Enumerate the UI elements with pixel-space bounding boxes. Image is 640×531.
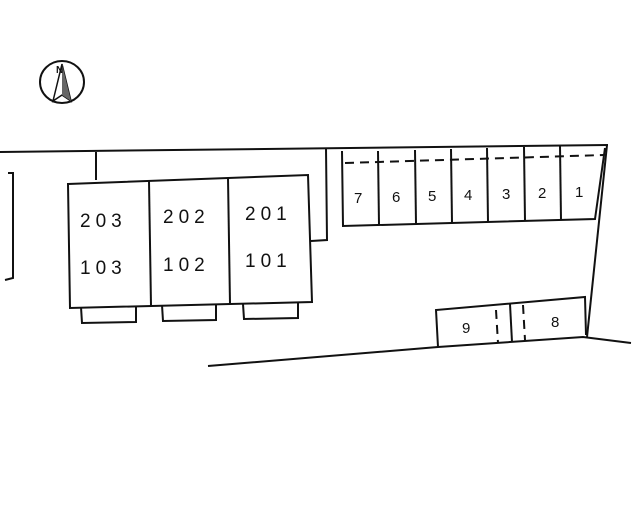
unit-label-upper: 203	[80, 211, 127, 232]
north-boundary-line	[0, 144, 609, 153]
apartment-building: 203 103 202 102 201 101	[66, 173, 314, 325]
building-wall-line	[310, 147, 329, 242]
parking-divider	[377, 150, 380, 226]
parking-space-6: 6	[392, 189, 400, 206]
unit-label-lower: 102	[163, 255, 210, 276]
north-arrow-icon: N	[39, 60, 85, 104]
unit-divider	[148, 180, 152, 307]
parking-space-1: 1	[575, 184, 583, 201]
unit-label-lower: 103	[80, 258, 127, 279]
unit-label-upper: 201	[245, 204, 292, 225]
parking-outline	[341, 147, 606, 228]
parking-space-9: 9	[462, 320, 470, 337]
parking-space-3: 3	[502, 186, 510, 203]
south-boundary-line	[207, 335, 632, 367]
parking-space-2: 2	[538, 185, 546, 202]
parking-divider	[414, 149, 417, 225]
parking-dashed-line	[495, 309, 499, 344]
balcony	[161, 304, 217, 323]
balcony	[242, 302, 299, 321]
parking-divider	[450, 148, 453, 224]
parking-space-5: 5	[428, 188, 436, 205]
parking-divider	[486, 147, 489, 223]
parking-dashed-line	[522, 304, 526, 341]
parking-lot-top: 7 6 5 4 3 2 1	[341, 145, 606, 228]
parking-divider	[523, 146, 526, 222]
unit-divider	[227, 177, 231, 305]
parking-outline	[434, 295, 587, 348]
west-boundary-line	[4, 172, 14, 281]
balcony	[80, 306, 137, 325]
parking-lot-bottom: 9 8	[434, 295, 587, 348]
parking-space-8: 8	[551, 314, 559, 331]
parking-space-7: 7	[354, 190, 362, 207]
north-label: N	[56, 65, 63, 76]
unit-label-lower: 101	[245, 251, 292, 272]
east-boundary-line	[586, 144, 608, 338]
parking-divider	[509, 303, 513, 343]
parking-space-4: 4	[464, 187, 472, 204]
unit-label-upper: 202	[163, 207, 210, 228]
parking-divider	[559, 145, 562, 221]
parking-dashed-line	[344, 154, 605, 164]
building-outline	[66, 173, 314, 310]
